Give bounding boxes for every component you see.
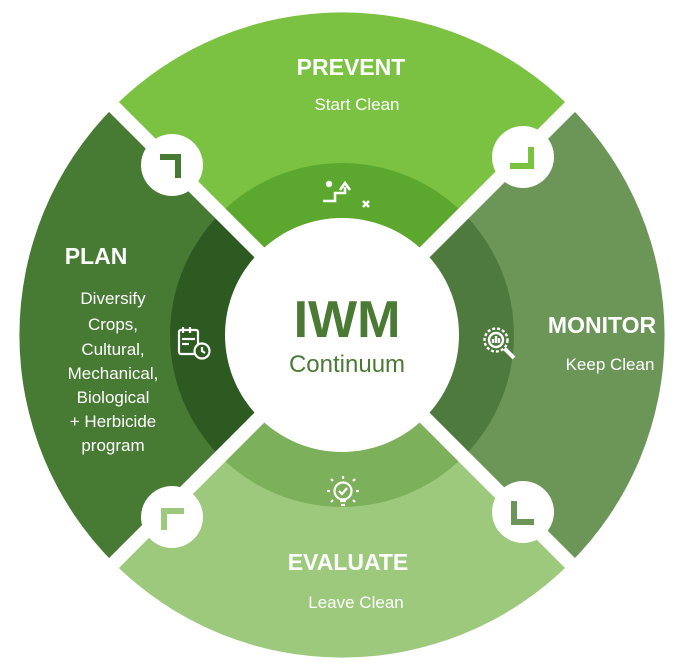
plan-line-3: Cultural, bbox=[81, 340, 144, 359]
magnifier-chart-icon bbox=[483, 327, 516, 360]
center-subtitle: Continuum bbox=[289, 351, 405, 378]
arrow-badge-bottom-left bbox=[141, 486, 203, 548]
corner-arrow-icon bbox=[161, 508, 184, 530]
plan-title: PLAN bbox=[65, 243, 128, 269]
plan-line-6: + Herbicide bbox=[70, 412, 156, 431]
arrow-badge-top-right bbox=[492, 126, 554, 188]
stairs-step-icon bbox=[323, 180, 370, 208]
arrow-badge-top-left bbox=[141, 134, 203, 196]
calendar-clock-icon bbox=[177, 327, 211, 360]
arrow-badge-bottom-right bbox=[492, 481, 554, 543]
corner-arrow-icon bbox=[510, 147, 534, 169]
prevent-title: PREVENT bbox=[297, 54, 406, 80]
plan-line-5: Biological bbox=[77, 388, 150, 407]
monitor-title: MONITOR bbox=[548, 312, 657, 338]
prevent-subtitle: Start Clean bbox=[314, 95, 399, 114]
corner-arrow-icon bbox=[160, 154, 181, 178]
lightbulb-check-icon bbox=[327, 476, 359, 507]
monitor-subtitle: Keep Clean bbox=[566, 355, 655, 374]
evaluate-subtitle: Leave Clean bbox=[308, 593, 403, 612]
center-circle bbox=[225, 218, 459, 452]
corner-arrow-icon bbox=[511, 501, 534, 525]
plan-line-4: Mechanical, bbox=[68, 364, 159, 383]
center-title: IWM bbox=[294, 291, 401, 349]
plan-line-2: Crops, bbox=[88, 315, 138, 334]
plan-line-7: program bbox=[81, 436, 144, 455]
plan-line-1: Diversify bbox=[80, 289, 146, 308]
evaluate-title: EVALUATE bbox=[288, 549, 409, 575]
